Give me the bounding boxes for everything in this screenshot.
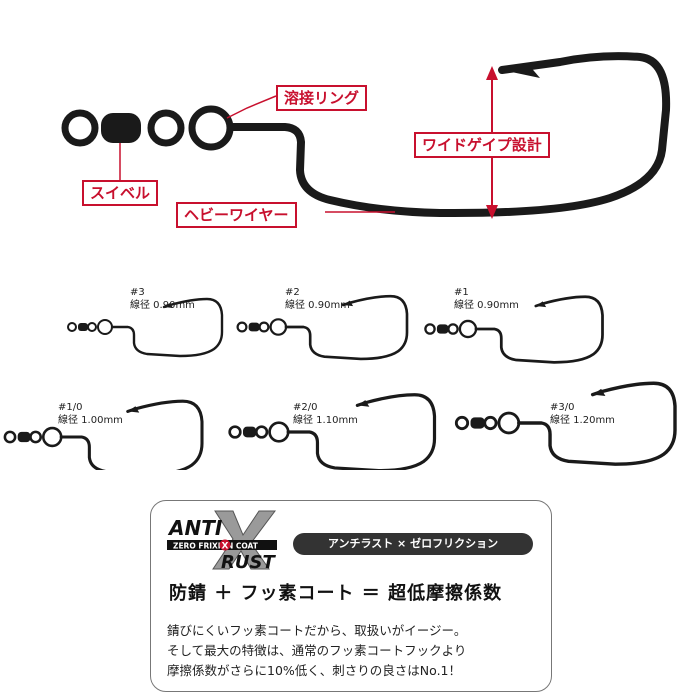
swivel-eye-right (147, 109, 185, 147)
label-welded-ring: 溶接リング (276, 85, 368, 111)
label-heavy-wire: ヘビーワイヤー (176, 202, 297, 228)
feature-panel: ANTI ZERO FRIXION COAT X RUST アンチラスト × ゼ… (150, 500, 552, 692)
size-lineup (3, 294, 677, 470)
swivel-barrel (101, 113, 141, 143)
description-line-3: 摩擦係数がさらに10%低く、刺さりの良さはNo.1！ (167, 663, 461, 678)
leader-ring (226, 95, 277, 119)
label-wide-gap: ワイドゲイプ設計 (414, 132, 550, 158)
swivel-eye-left (61, 109, 99, 147)
gap-arrow-top (486, 66, 498, 80)
label-swivel: スイベル (82, 180, 159, 206)
hook-point (502, 64, 540, 78)
svg-text:ZERO FRIXION COAT: ZERO FRIXION COAT (173, 542, 259, 551)
welded-ring (188, 105, 234, 151)
anti-rust-logo: ANTI ZERO FRIXION COAT X RUST (167, 510, 277, 571)
description-line-1: 錆びにくいフッ素コートだから、取扱いがイージー。 (167, 623, 467, 638)
gap-arrow-bottom (486, 205, 498, 219)
svg-text:RUST: RUST (221, 552, 276, 571)
description-line-2: そして最大の特徴は、通常のフッ素コートフックより (167, 643, 467, 658)
svg-text:ANTI: ANTI (167, 516, 223, 540)
feature-formula: 防錆 ＋ フッ素コート ＝ 超低摩擦係数 (169, 583, 503, 604)
svg-text:X: X (222, 542, 229, 552)
hook-body (228, 52, 671, 218)
feature-badge: アンチラスト × ゼロフリクション (293, 533, 533, 555)
feature-description: 錆びにくいフッ素コートだから、取扱いがイージー。 そして最大の特徴は、通常のフッ… (167, 621, 543, 681)
main-hook-illustration (61, 52, 671, 219)
